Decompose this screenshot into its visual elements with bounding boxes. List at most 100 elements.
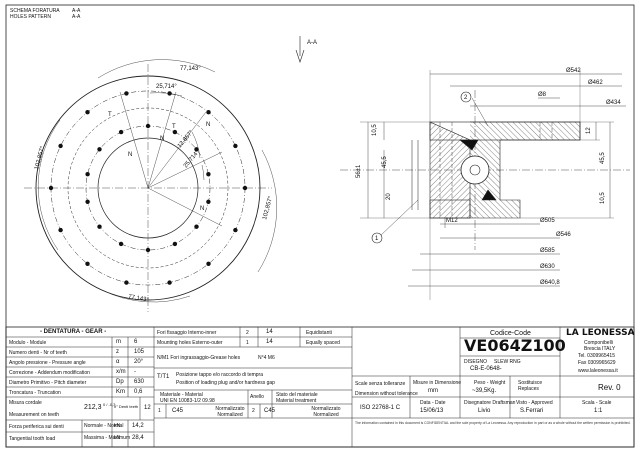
bolt-hole: [48, 185, 54, 191]
scale-label: Scala - Scale: [582, 400, 612, 406]
weight-label: Peso - Weight: [474, 380, 506, 386]
company-sub: Componibelli: [584, 340, 613, 346]
bolt-hole: [58, 227, 63, 233]
company-city: Brescia ITALY: [584, 346, 616, 352]
section-dim: 45,5: [600, 152, 606, 164]
gear-table-title: - DENTATURA - GEAR -: [40, 329, 107, 335]
angle-dim: 77,143°: [128, 294, 150, 304]
section-dim: Ø505: [540, 218, 555, 224]
designer-value: Livio: [478, 408, 491, 414]
company-fax: Fax 0309965629: [578, 360, 616, 366]
gear-param-label: Diametro Primitivo - Pitch diameter: [9, 380, 87, 386]
bolt-hole: [85, 261, 90, 266]
section-dim: 10,5: [372, 124, 378, 136]
balloon-2-label: 2: [464, 95, 468, 101]
desc-3: CB-E-0648-: [470, 366, 502, 372]
bolt-hole: [242, 185, 248, 191]
bolt-hole: [233, 227, 238, 233]
gear-param-value: 0,6: [134, 389, 143, 395]
mat2-state: Normalizzato Normalized: [311, 406, 341, 418]
force-unit: kN: [114, 423, 121, 429]
gear-param-label: Numero denti - Nr of teeth: [9, 350, 67, 356]
hole-label: N: [128, 152, 132, 158]
angle-dim: 102,857°: [262, 195, 274, 220]
hole-label: N: [200, 206, 204, 212]
bolt-hole: [145, 123, 151, 129]
state-label: Stato del materiale: [276, 392, 318, 398]
section-dim: Ø434: [606, 100, 621, 106]
gear-param-symbol: m: [116, 339, 121, 345]
bolt-hole: [85, 110, 90, 115]
force-sub: Normale - Normal: [84, 423, 124, 429]
section-dim: Ø546: [556, 232, 571, 238]
section-dim: Ø462: [588, 80, 603, 86]
section-dim: 20: [386, 193, 392, 200]
bolt-hole: [172, 129, 178, 135]
company-web: www.laleonessa.it: [578, 368, 618, 374]
section-ref: A-A: [72, 8, 81, 14]
bolt-hole: [58, 143, 63, 149]
plan-view: [24, 64, 272, 312]
plan-angle-dims: [38, 59, 277, 303]
force-unit: kN: [114, 435, 121, 441]
gear-param-value: 20°: [134, 359, 144, 365]
holes-pattern-en: HOLES PATTERN: [10, 14, 51, 20]
hole-label: N: [160, 136, 164, 142]
chord-teeth: 12: [144, 405, 151, 411]
bolt-hole: [118, 129, 124, 135]
bolt-hole: [194, 147, 199, 152]
revision: Rev. 0: [598, 383, 621, 392]
gear-param-label: Troncatura - Truncation: [9, 390, 61, 396]
section-marker: A-A: [307, 40, 318, 46]
force-label: Forza periferica sui denti: [9, 424, 64, 430]
mount-qty-outer: 14: [266, 339, 273, 345]
drawing-annotations: 77,143°25,714°12,857°25,714°102,857°102,…: [34, 66, 621, 304]
approved-label: Visto - Approved: [516, 400, 553, 406]
gear-param-symbol: Dp: [116, 379, 124, 385]
section-ref: A-A: [72, 14, 81, 20]
balloon-1: [371, 232, 383, 244]
section-view: [340, 70, 630, 300]
company-tel: Tel. 0309965415: [578, 353, 615, 359]
mat2-name: C45: [264, 408, 276, 414]
bolt-hole: [124, 91, 129, 96]
bolt-hole: [145, 247, 151, 253]
balloon-1-label: 1: [375, 236, 379, 242]
mat2-ref: 2: [252, 408, 255, 414]
plug-code: T/T1: [157, 374, 170, 380]
bolt-hole: [167, 280, 172, 285]
section-dim: Ø640,8: [540, 280, 560, 286]
gear-param-symbol: Km: [116, 389, 125, 395]
replaces-label: Sostituisce Replaces: [518, 380, 543, 392]
bolt-hole: [194, 224, 199, 229]
angle-dim: 12,857°: [177, 129, 195, 149]
plug-en: Position of loading plug and/or hardness…: [176, 380, 275, 386]
bolt-hole: [97, 147, 102, 152]
mount-qty-inner: 14: [266, 329, 273, 335]
mat1-state: Normalizzato Normalized: [215, 406, 245, 418]
force-value: 14,2: [132, 423, 144, 429]
gear-param-symbol: α: [116, 359, 120, 365]
chord-value: 212,3: [84, 404, 102, 411]
scale-value: 1:1: [594, 408, 603, 414]
section-dim: 45,5: [382, 156, 388, 168]
gear-param-value: -: [134, 369, 136, 375]
gear-param-label: Modulo - Module: [9, 340, 47, 346]
section-dim: Ø630: [540, 264, 555, 270]
title-block-grid: [5, 326, 635, 448]
angle-dim: 102,857°: [34, 145, 46, 170]
gear-param-value: 6: [134, 339, 138, 345]
chord-unit: n° Denti teeth: [114, 404, 139, 409]
mount-ref-1: 1: [246, 340, 249, 346]
mat1-name: C45: [172, 408, 184, 414]
tooth-load-label: Tangential tooth load: [9, 436, 56, 442]
section-dim: 10,5: [600, 192, 606, 204]
angle-dim: 25,714°: [183, 149, 201, 169]
bolt-hole: [206, 172, 211, 177]
mount-ref-2: 2: [246, 330, 249, 336]
hole-label: T: [108, 112, 112, 118]
units-value: mm: [428, 388, 438, 394]
bolt-hole: [206, 110, 211, 115]
force-sub: Massima - Maximum: [84, 435, 131, 441]
